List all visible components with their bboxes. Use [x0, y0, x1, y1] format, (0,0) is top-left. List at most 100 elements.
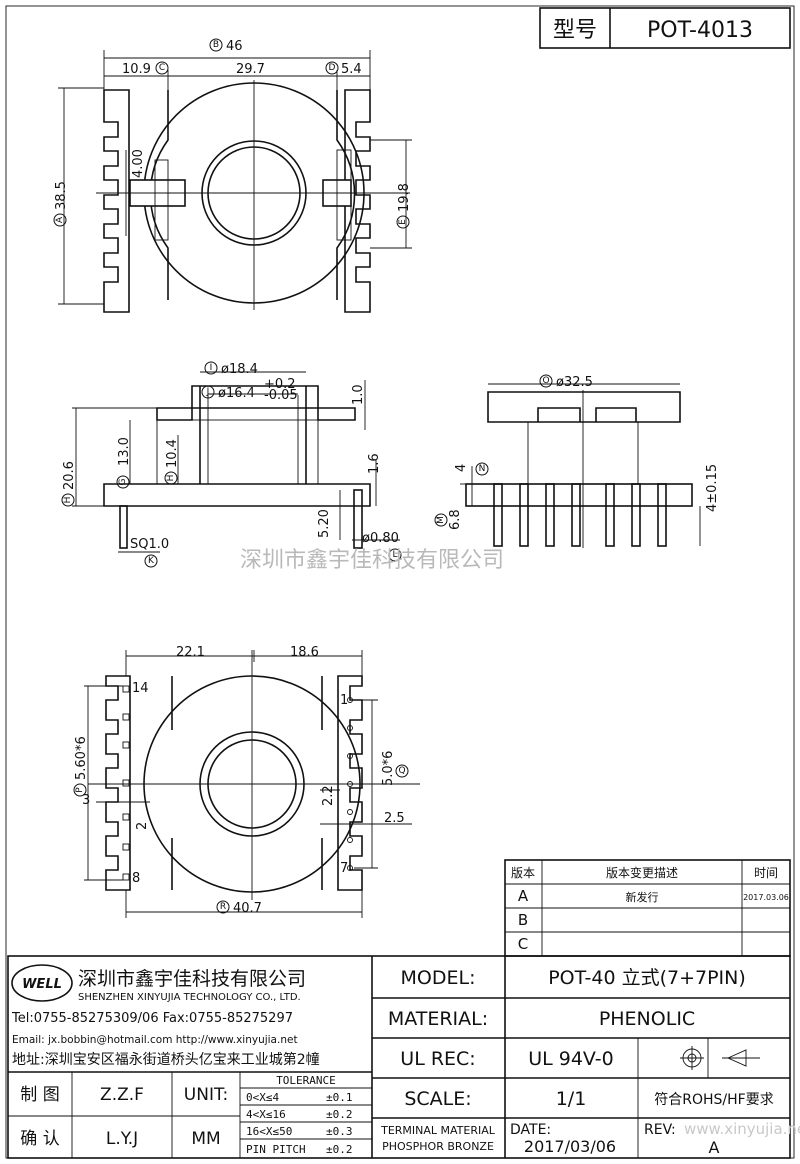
- top-dim-D: 5.4: [341, 62, 362, 77]
- top-dim-slot: 4.00: [131, 149, 146, 178]
- revision-table: 版本 版本变更描述 时间 A 新发行 2017.03.06 B C: [504, 859, 791, 957]
- bottom-right-comb: [337, 675, 363, 891]
- svg-text:C: C: [159, 63, 165, 73]
- pin-8-label: 8: [132, 871, 140, 886]
- pin-7-label: 7: [340, 861, 348, 876]
- svg-text:J: J: [206, 387, 210, 397]
- svg-text:H: H: [166, 475, 176, 482]
- tolerance-header: TOLERANCE: [276, 1074, 336, 1087]
- rev-row-a-date: 2017.03.06: [743, 893, 789, 902]
- material-label: MATERIAL:: [388, 1008, 488, 1030]
- bottom-dim-2: 2: [135, 822, 150, 830]
- material-value: PHENOLIC: [599, 1008, 695, 1030]
- tol-value-2: ±0.2: [326, 1108, 353, 1121]
- side-view: I ø18.4 J ø16.4 +0.2 -0.05 1.0 H 20.6 13…: [61, 361, 402, 568]
- checked-value: L.Y.J: [106, 1129, 138, 1149]
- date-value: 2017/03/06: [524, 1137, 616, 1156]
- ulrec-label: UL REC:: [400, 1048, 475, 1070]
- side-dim-I: ø18.4: [221, 362, 258, 377]
- bottom-dim-R: 40.7: [233, 901, 262, 916]
- bottom-dim-25: 2.5: [384, 811, 405, 826]
- svg-text:K: K: [148, 556, 155, 566]
- side-dim-J: ø16.4: [218, 386, 255, 401]
- side-dim-H: 20.6: [62, 461, 77, 490]
- scale-value: 1/1: [556, 1088, 587, 1110]
- pin-1-label: 1: [340, 693, 348, 708]
- front-view: O ø32.5 4 N M 6.8 4±0.15: [434, 374, 720, 548]
- front-dim-O: ø32.5: [556, 375, 593, 390]
- side-dim-G: 10.4: [165, 439, 180, 468]
- model-value: POT-40 立式(7+7PIN): [548, 967, 746, 989]
- rohs-note: 符合ROHS/HF要求: [654, 1092, 773, 1108]
- top-dim-c-left: 10.9: [122, 62, 151, 77]
- pin-14-label: 14: [132, 681, 149, 696]
- bottom-dim-P: 5.60*6: [74, 736, 89, 780]
- rev-header-version: 版本: [511, 866, 535, 880]
- side-dim-J-plus: +0.2: [264, 377, 296, 392]
- header-model-label: 型号: [553, 18, 597, 43]
- bottom-pin-holes: [122, 685, 353, 881]
- rev-row-a: A: [518, 887, 529, 905]
- svg-text:R: R: [220, 902, 226, 912]
- top-right-comb: [344, 89, 371, 313]
- drawn-label: 制 图: [20, 1085, 59, 1105]
- tol-value-4: ±0.2: [326, 1143, 353, 1156]
- rev-row-a-desc: 新发行: [626, 890, 659, 904]
- title-block: WELL 深圳市鑫宇佳科技有限公司 SHENZHEN XINYUJIA TECH…: [7, 955, 800, 1159]
- company-name-cn: 深圳市鑫宇佳科技有限公司: [78, 968, 306, 990]
- front-dim-N: 4: [454, 464, 469, 472]
- company-name-en: SHENZHEN XINYUJIA TECHNOLOGY CO., LTD.: [78, 992, 301, 1003]
- rev-row-c: C: [518, 935, 528, 953]
- bottom-dim-Q: 5.0*6: [381, 751, 396, 786]
- tol-range-2: 4<X≤16: [246, 1108, 286, 1121]
- front-top-flange: [487, 391, 681, 423]
- svg-text:N: N: [479, 464, 486, 474]
- company-address: 地址:深圳宝安区福永街道桥头亿宝来工业城第2幢: [12, 1051, 320, 1068]
- tol-range-1: 0<X≤4: [246, 1091, 279, 1104]
- top-view: B 46 10.9 C 29.7 D 5.4 A 38.5 E 19.8 4.0…: [53, 38, 412, 313]
- svg-text:I: I: [210, 363, 213, 373]
- bottom-left-comb: [105, 675, 131, 891]
- terminal-material-value: PHOSPHOR BRONZE: [382, 1140, 494, 1153]
- top-left-comb: [103, 89, 130, 313]
- header-model-value: POT-4013: [647, 18, 753, 43]
- svg-text:A: A: [55, 216, 65, 223]
- svg-text:D: D: [329, 63, 336, 73]
- rev-row-b: B: [518, 911, 528, 929]
- side-dim-J-minus: -0.05: [264, 388, 298, 403]
- bottom-view: 22.1 18.6 R 40.7 P 5.60*6 5.0*6 Q 3 2 2.…: [73, 645, 420, 918]
- bottom-dim-3: 3: [82, 793, 90, 808]
- side-dim-16: 1.6: [367, 453, 382, 474]
- side-base-flange: [103, 483, 371, 507]
- date-label: DATE:: [510, 1122, 551, 1138]
- side-dim-top: 1.0: [351, 384, 366, 405]
- side-dim-pin: ø0.80: [362, 531, 399, 546]
- svg-text:E: E: [398, 219, 408, 225]
- rev-header-desc: 版本变更描述: [606, 865, 678, 880]
- watermark-url: www.xinyujia.net: [684, 1120, 800, 1138]
- svg-text:G: G: [118, 478, 128, 485]
- checked-label: 确 认: [20, 1129, 59, 1149]
- svg-text:H: H: [63, 497, 73, 504]
- model-label: MODEL:: [401, 967, 476, 989]
- top-dim-A: 38.5: [54, 181, 69, 210]
- company-email: Email: jx.bobbin@hotmail.com http://www.…: [12, 1034, 298, 1046]
- front-dim-pin-len: 4±0.15: [705, 464, 720, 512]
- svg-text:O: O: [542, 376, 549, 386]
- rev-header-time: 时间: [754, 866, 778, 880]
- top-dim-E: 19.8: [397, 183, 412, 212]
- front-pins: [493, 483, 667, 547]
- bottom-dim-left: 22.1: [176, 645, 205, 660]
- top-dim-B: 46: [226, 39, 243, 54]
- svg-text:P: P: [75, 787, 85, 793]
- svg-text:M: M: [436, 516, 446, 524]
- header-box: 型号 POT-4013: [539, 7, 791, 49]
- svg-text:Q: Q: [398, 766, 405, 776]
- rev-label: REV:: [644, 1122, 676, 1138]
- company-logo: [11, 964, 73, 1002]
- tol-value-3: ±0.3: [326, 1125, 353, 1138]
- logo-text: WELL: [22, 977, 62, 992]
- unit-label: UNIT:: [184, 1085, 228, 1105]
- drawn-value: Z.Z.F: [100, 1085, 144, 1105]
